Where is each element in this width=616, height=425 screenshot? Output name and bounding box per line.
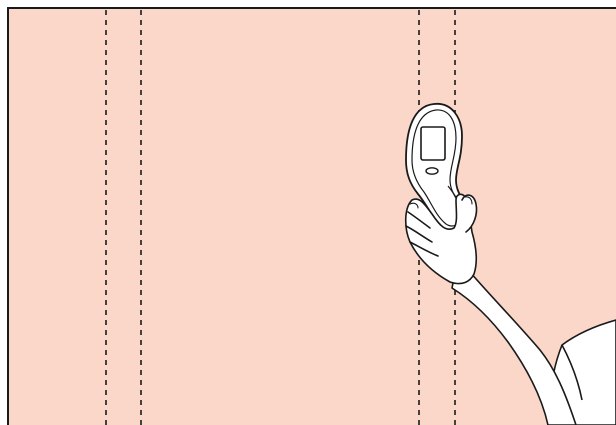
- device-display-screen: [421, 127, 445, 160]
- device-button: [426, 168, 438, 174]
